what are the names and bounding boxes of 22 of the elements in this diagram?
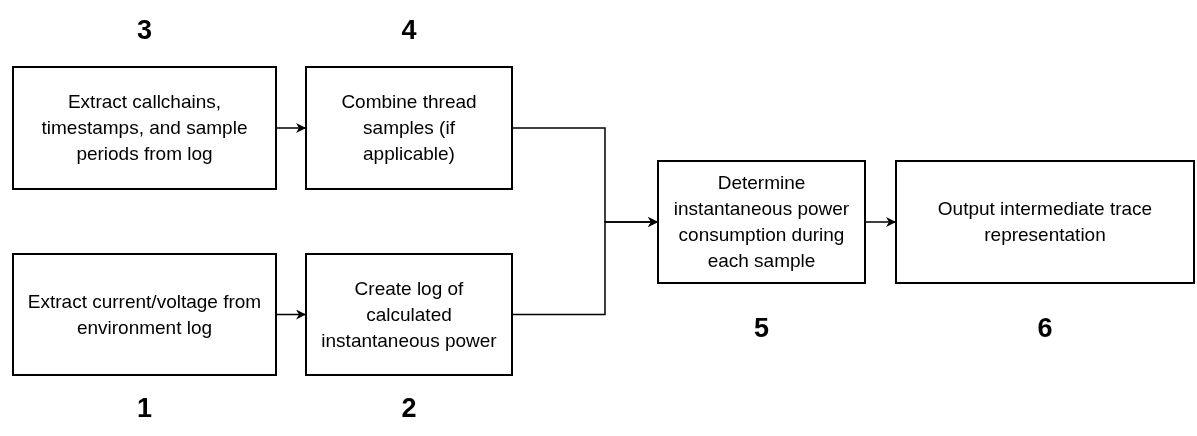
arrow	[865, 217, 896, 227]
step-number: 4	[400, 14, 418, 46]
process-box	[305, 66, 513, 190]
box-label: Combine thread samples (if applicable)	[340, 90, 478, 166]
arrow	[276, 123, 306, 133]
arrow	[512, 217, 658, 316]
process-box	[12, 66, 277, 190]
step-number: 3	[136, 14, 153, 46]
process-box	[895, 160, 1195, 284]
step-number: 1	[136, 392, 153, 424]
box-label: Determine instantaneous power consumption during each sample	[672, 171, 851, 273]
step-number: 2	[400, 392, 418, 424]
box-label: Output intermediate trace representation	[936, 197, 1154, 247]
step-number: 6	[1036, 312, 1054, 344]
process-box	[12, 253, 277, 376]
process-box	[657, 160, 866, 284]
process-box	[305, 253, 513, 376]
step-number: 5	[753, 312, 770, 344]
box-label: Create log of calculated instantaneous power	[320, 276, 498, 353]
arrow	[276, 309, 306, 320]
box-label: Extract current/voltage from environment log	[26, 289, 263, 340]
box-label: Extract callchains, timestamps, and sample periods from log	[40, 90, 249, 166]
